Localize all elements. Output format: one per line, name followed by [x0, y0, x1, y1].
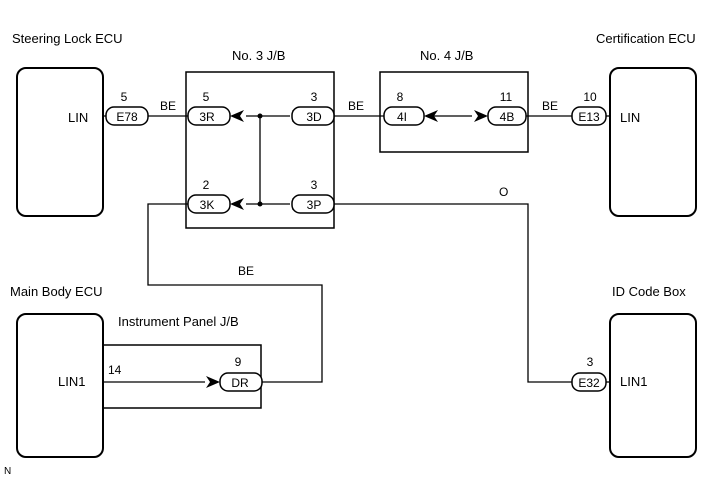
connector-dr-pin: 9 [235, 355, 242, 369]
main-body-lin1-pin: 14 [108, 363, 122, 377]
connector-3k: 3K 2 [187, 178, 231, 214]
jb4-title: No. 4 J/B [420, 48, 473, 63]
steering-lock-ecu-title: Steering Lock ECU [12, 31, 123, 46]
connector-3r-label: 3R [199, 110, 215, 124]
connector-3r-pin: 5 [203, 90, 210, 104]
steering-lock-lin-label: LIN [68, 110, 88, 125]
connector-4b-pin: 11 [500, 90, 513, 104]
connector-4i-pin: 8 [397, 90, 404, 104]
wire-color-o: O [499, 185, 508, 199]
main-body-ecu-title: Main Body ECU [10, 284, 102, 299]
instrument-panel-jb-title: Instrument Panel J/B [118, 314, 239, 329]
connector-e32: E32 3 [571, 355, 607, 392]
connector-3d: 3D 3 [291, 90, 335, 126]
connector-e32-label: E32 [578, 376, 600, 390]
connector-3r: 3R 5 [187, 90, 231, 126]
connector-4b-label: 4B [500, 110, 515, 124]
connector-4i-label: 4I [397, 110, 407, 124]
connector-3p-pin: 3 [311, 178, 318, 192]
jb4-box [379, 71, 529, 153]
connector-3p-label: 3P [307, 198, 322, 212]
connector-3p: 3P 3 [291, 178, 335, 214]
connector-4i: 4I 8 [383, 90, 425, 126]
splice-dot-bottom [257, 201, 263, 207]
connector-dr-label: DR [231, 376, 249, 390]
connector-3k-pin: 2 [203, 178, 210, 192]
wires [103, 115, 610, 383]
connector-dr: DR 9 [219, 355, 263, 392]
connector-e13: E13 10 [571, 90, 607, 126]
main-body-lin1-label: LIN1 [58, 374, 85, 389]
steering-lock-ecu-box [16, 67, 104, 217]
connector-e32-pin: 3 [587, 355, 594, 369]
connector-e78: E78 5 [105, 90, 149, 126]
wire-color-be-2: BE [348, 99, 364, 113]
id-code-box [609, 313, 697, 458]
connector-e78-label: E78 [116, 110, 138, 124]
connector-e13-pin: 10 [583, 90, 597, 104]
certification-ecu-title: Certification ECU [596, 31, 696, 46]
connector-3d-label: 3D [306, 110, 322, 124]
jb3-box [185, 71, 335, 229]
splice-dot-top [257, 113, 263, 119]
certification-lin-label: LIN [620, 110, 640, 125]
connector-3k-label: 3K [200, 198, 215, 212]
certification-ecu-box [609, 67, 697, 217]
connector-4b: 4B 11 [487, 90, 527, 126]
connector-e78-pin: 5 [121, 90, 128, 104]
wire-color-be-4: BE [238, 264, 254, 278]
id-code-box-title: ID Code Box [612, 284, 686, 299]
wire-color-be-1: BE [160, 99, 176, 113]
footer-mark: N [4, 466, 11, 477]
id-code-box-lin1-label: LIN1 [620, 374, 647, 389]
wire-color-be-3: BE [542, 99, 558, 113]
jb3-title: No. 3 J/B [232, 48, 285, 63]
connector-3d-pin: 3 [311, 90, 318, 104]
connector-e13-label: E13 [578, 110, 600, 124]
